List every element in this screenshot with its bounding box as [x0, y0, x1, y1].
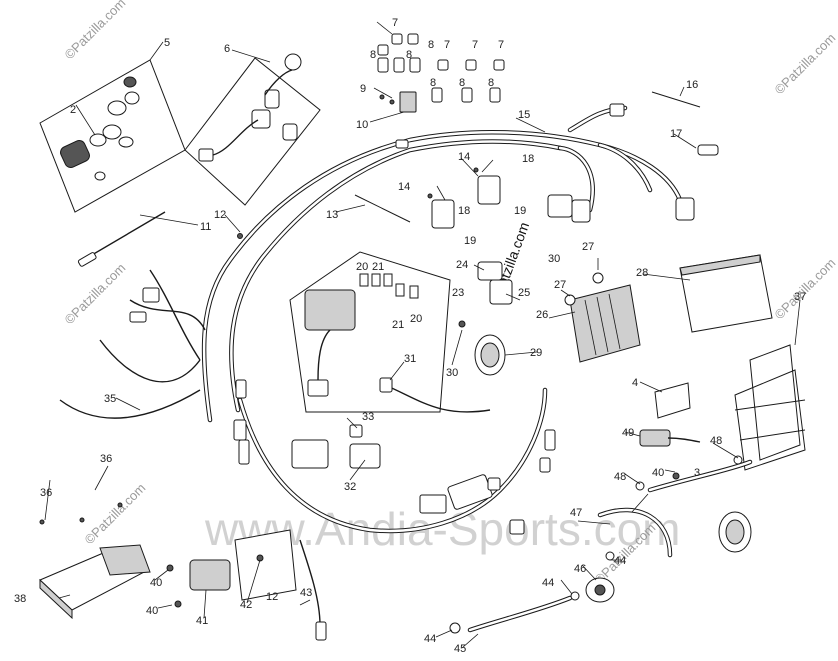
callout-32: 32 [344, 481, 356, 493]
callout-21a: 21 [372, 261, 384, 273]
ignition-switch-group [39, 59, 186, 213]
callout-27b: 27 [554, 279, 566, 291]
callout-2: 2 [70, 104, 76, 116]
callout-30a: 30 [548, 253, 560, 265]
patzilla-watermark-2: ©Patzilla.com [62, 260, 129, 327]
callout-5: 5 [164, 37, 170, 49]
callout-30b: 30 [446, 367, 458, 379]
callout-7c: 7 [472, 39, 478, 51]
callout-40b: 40 [150, 577, 162, 589]
callout-28: 28 [636, 267, 648, 279]
patzilla-watermark-6: ©Patzilla.com [772, 255, 838, 322]
hose-group [449, 455, 753, 634]
callout-8b: 8 [428, 39, 434, 51]
callout-42: 42 [240, 599, 252, 611]
callout-15: 15 [518, 109, 530, 121]
callout-33: 33 [362, 411, 374, 423]
patzilla-watermark-5: ©Patzilla.com [772, 30, 838, 97]
callout-21b: 21 [392, 319, 404, 331]
callout-7b: 7 [444, 39, 450, 51]
callout-17: 17 [670, 128, 682, 140]
callout-25: 25 [518, 287, 530, 299]
callout-10: 10 [356, 119, 368, 131]
callout-44a: 44 [614, 555, 626, 567]
callout-44b: 44 [542, 577, 554, 589]
callout-4: 4 [632, 377, 638, 389]
callout-20a: 20 [356, 261, 368, 273]
callout-14a: 14 [458, 151, 470, 163]
callout-8c: 8 [430, 77, 436, 89]
callout-29: 29 [530, 347, 542, 359]
callout-6: 6 [224, 43, 230, 55]
fuse-relay-group [377, 33, 505, 113]
callout-40a: 40 [652, 467, 664, 479]
callout-41: 41 [196, 615, 208, 627]
lower-left-components [39, 472, 680, 641]
callout-49: 49 [622, 427, 634, 439]
main-wiring-harness [201, 103, 695, 535]
callout-13: 13 [326, 209, 338, 221]
callout-37: 37 [794, 291, 806, 303]
callout-14b: 14 [398, 181, 410, 193]
wires-and-relays [59, 269, 491, 469]
callout-8a: 8 [370, 49, 376, 61]
callout-38: 38 [14, 593, 26, 605]
callout-36b: 36 [40, 487, 52, 499]
callout-35: 35 [104, 393, 116, 405]
callout-19b: 19 [464, 235, 476, 247]
switch-assembly-box [289, 251, 451, 413]
callout-31: 31 [404, 353, 416, 365]
callout-48b: 48 [614, 471, 626, 483]
callout-27a: 27 [582, 241, 594, 253]
callout-7a: 7 [392, 17, 398, 29]
callout-3: 3 [694, 467, 700, 479]
callout-18a: 18 [522, 153, 534, 165]
callout-12b: 12 [266, 591, 278, 603]
callout-26: 26 [536, 309, 548, 321]
patzilla-watermark-1: ©Patzilla.com [62, 0, 129, 62]
callout-18b: 18 [458, 205, 470, 217]
callout-43: 43 [300, 587, 312, 599]
callout-46: 46 [574, 563, 586, 575]
handlebar-switch-group [184, 53, 321, 206]
callout-labels: 5 2 6 7 8 8 7 7 7 8 8 8 8 9 10 11 12 13 … [14, 17, 806, 655]
callout-9: 9 [360, 83, 366, 95]
callout-47: 47 [570, 507, 582, 519]
leader-lines [44, 21, 801, 649]
callout-7d: 7 [498, 39, 504, 51]
misc-small-parts [77, 91, 719, 267]
callout-40c: 40 [146, 605, 158, 617]
callout-8f: 8 [406, 49, 412, 61]
callout-44c: 44 [424, 633, 436, 645]
callout-19a: 19 [514, 205, 526, 217]
callout-16: 16 [686, 79, 698, 91]
battery-bracket-group [639, 344, 806, 471]
callout-11: 11 [200, 221, 211, 233]
electrical-components [458, 254, 773, 376]
callout-23: 23 [452, 287, 464, 299]
callout-8e: 8 [488, 77, 494, 89]
callout-45: 45 [454, 643, 466, 655]
callout-36a: 36 [100, 453, 112, 465]
connector-group [427, 167, 501, 229]
callout-8d: 8 [459, 77, 465, 89]
callout-24: 24 [456, 259, 468, 271]
patzilla-watermark-3: ©Patzilla.com [82, 480, 149, 547]
callout-12a: 12 [214, 209, 226, 221]
callout-20b: 20 [410, 313, 422, 325]
callout-48a: 48 [710, 435, 722, 447]
